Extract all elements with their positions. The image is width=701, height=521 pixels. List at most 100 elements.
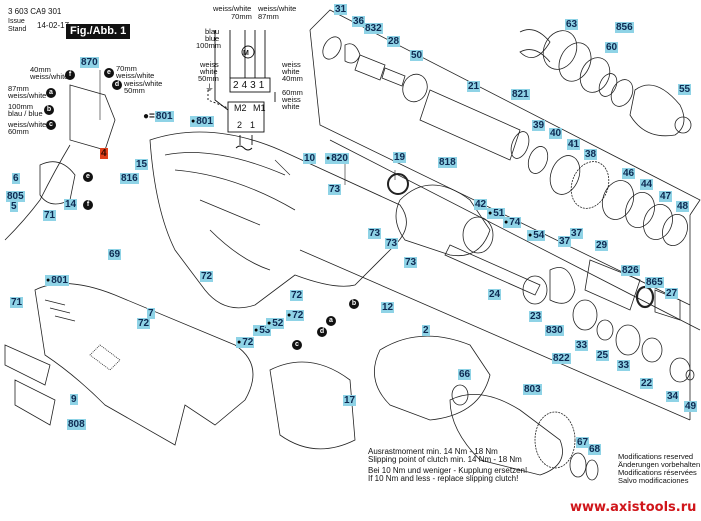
part-label-48[interactable]: 48 (676, 201, 690, 212)
part-label-44[interactable]: 44 (640, 179, 654, 190)
part-label-10[interactable]: 10 (303, 153, 317, 164)
part-label-72c[interactable]: 72 (290, 290, 304, 301)
part-label-73d[interactable]: 73 (404, 257, 418, 268)
part-label-66[interactable]: 66 (458, 369, 472, 380)
part-label-5[interactable]: 5 (10, 201, 18, 212)
part-label-822[interactable]: 822 (552, 353, 571, 364)
part-label-801-handle[interactable]: 801 (45, 275, 69, 286)
part-label-72b[interactable]: 72 (137, 318, 151, 329)
part-label-19[interactable]: 19 (393, 152, 407, 163)
part-22 (641, 337, 663, 363)
part-label-33b[interactable]: 33 (617, 360, 631, 371)
part-label-9[interactable]: 9 (70, 394, 78, 405)
part-label-51[interactable]: 51 (487, 208, 506, 219)
part-label-34[interactable]: 34 (666, 391, 680, 402)
part-label-60[interactable]: 60 (605, 42, 619, 53)
part-label-39[interactable]: 39 (532, 120, 546, 131)
part-label-47[interactable]: 47 (659, 191, 673, 202)
wire-a-color: weiss/white (8, 91, 47, 100)
watermark-url[interactable]: www.axistools.ru (570, 500, 697, 515)
part-label-12[interactable]: 12 (381, 302, 395, 313)
part-label-830[interactable]: 830 (545, 325, 564, 336)
clutch-replace-de: Bei 10 Nm und weniger - Kupplung ersetze… (368, 466, 528, 475)
part-41 (549, 155, 581, 195)
part-label-808[interactable]: 808 (67, 419, 86, 430)
part-label-69[interactable]: 69 (108, 249, 122, 260)
part-label-865[interactable]: 865 (645, 277, 664, 288)
part-label-28[interactable]: 28 (387, 36, 401, 47)
part-label-42[interactable]: 42 (474, 199, 488, 210)
cable-guard-6 (39, 161, 76, 205)
part-label-6[interactable]: 6 (12, 173, 20, 184)
issue-date: 14-02-17 (37, 21, 70, 30)
part-label-14[interactable]: 14 (64, 199, 78, 210)
wire-a-length: 87mm (8, 84, 29, 93)
ring-49 (685, 369, 695, 381)
part-label-820[interactable]: 820 (325, 153, 349, 164)
part-label-40[interactable]: 40 (549, 128, 563, 139)
part-label-821[interactable]: 821 (511, 89, 530, 100)
brush-badge-e: e (83, 172, 93, 182)
modifications-es: Salvo modificaciones (618, 476, 689, 485)
part-label-805[interactable]: 805 (6, 191, 25, 202)
part-label-801-top[interactable]: 801 (190, 116, 214, 127)
part-label-74[interactable]: 74 (503, 217, 522, 228)
part-label-7[interactable]: 7 (147, 308, 155, 319)
part-label-22[interactable]: 22 (640, 378, 654, 389)
part-label-38[interactable]: 38 (584, 149, 598, 160)
part-label-49[interactable]: 49 (684, 401, 698, 412)
part-label-832[interactable]: 832 (364, 23, 383, 34)
part-label-55[interactable]: 55 (678, 84, 692, 95)
part-label-71a[interactable]: 71 (43, 210, 57, 221)
part-label-2[interactable]: 2 (422, 325, 430, 336)
part-label-870[interactable]: 870 (80, 57, 99, 68)
part-label-856[interactable]: 856 (615, 22, 634, 33)
part-label-72a[interactable]: 72 (200, 271, 214, 282)
side-cover-808 (14, 379, 56, 426)
part-label-24[interactable]: 24 (488, 289, 502, 300)
part-label-25[interactable]: 25 (596, 350, 610, 361)
part-label-818[interactable]: 818 (438, 157, 457, 168)
part-label-33a[interactable]: 33 (575, 340, 589, 351)
part-label-37a[interactable]: 37 (558, 236, 572, 247)
part-label-21[interactable]: 21 (467, 81, 481, 92)
part-label-4[interactable]: 4 (100, 148, 108, 159)
wire-badge-a: a (46, 88, 56, 98)
main-housing-801 (149, 131, 407, 309)
part-label-803[interactable]: 803 (523, 384, 542, 395)
part-label-27[interactable]: 27 (665, 288, 679, 299)
part-label-23[interactable]: 23 (529, 311, 543, 322)
part-label-73c[interactable]: 73 (385, 238, 399, 249)
part-label-54[interactable]: 54 (527, 230, 546, 241)
bearing-67 (569, 452, 587, 478)
part-label-36[interactable]: 36 (352, 16, 366, 27)
part-label-73b[interactable]: 73 (368, 228, 382, 239)
part-label-50[interactable]: 50 (410, 50, 424, 61)
part-label-53[interactable]: 53 (253, 325, 272, 336)
part-label-52[interactable]: 52 (266, 318, 285, 329)
part-label-67[interactable]: 67 (576, 437, 590, 448)
part-label-29[interactable]: 29 (595, 240, 609, 251)
part-label-63[interactable]: 63 (565, 19, 579, 30)
part-label-72e[interactable]: 72 (236, 337, 255, 348)
part-label-72d[interactable]: 72 (286, 310, 305, 321)
part-label-68[interactable]: 68 (588, 444, 602, 455)
part-label-71b[interactable]: 71 (10, 297, 24, 308)
part-label-37b[interactable]: 37 (570, 228, 584, 239)
part-label-17[interactable]: 17 (343, 395, 357, 406)
bottom-terminal-2: 2 (237, 120, 243, 130)
part-label-801-legend[interactable]: 801 (154, 111, 174, 122)
schematic-left-upper-2: blue (205, 34, 220, 43)
schematic-left-lower-length: 50mm (198, 74, 219, 83)
part-label-15[interactable]: 15 (135, 159, 149, 170)
schematic-left-lower-2: white (200, 67, 218, 76)
terminal-2: 2 (233, 80, 242, 91)
part-label-826[interactable]: 826 (621, 265, 640, 276)
part-label-41[interactable]: 41 (567, 139, 581, 150)
leader-lines (99, 70, 396, 185)
part-label-73a[interactable]: 73 (328, 184, 342, 195)
stand-label: Stand (8, 26, 27, 33)
part-label-31[interactable]: 31 (334, 4, 348, 15)
part-label-46[interactable]: 46 (622, 168, 636, 179)
part-label-816[interactable]: 816 (120, 173, 139, 184)
